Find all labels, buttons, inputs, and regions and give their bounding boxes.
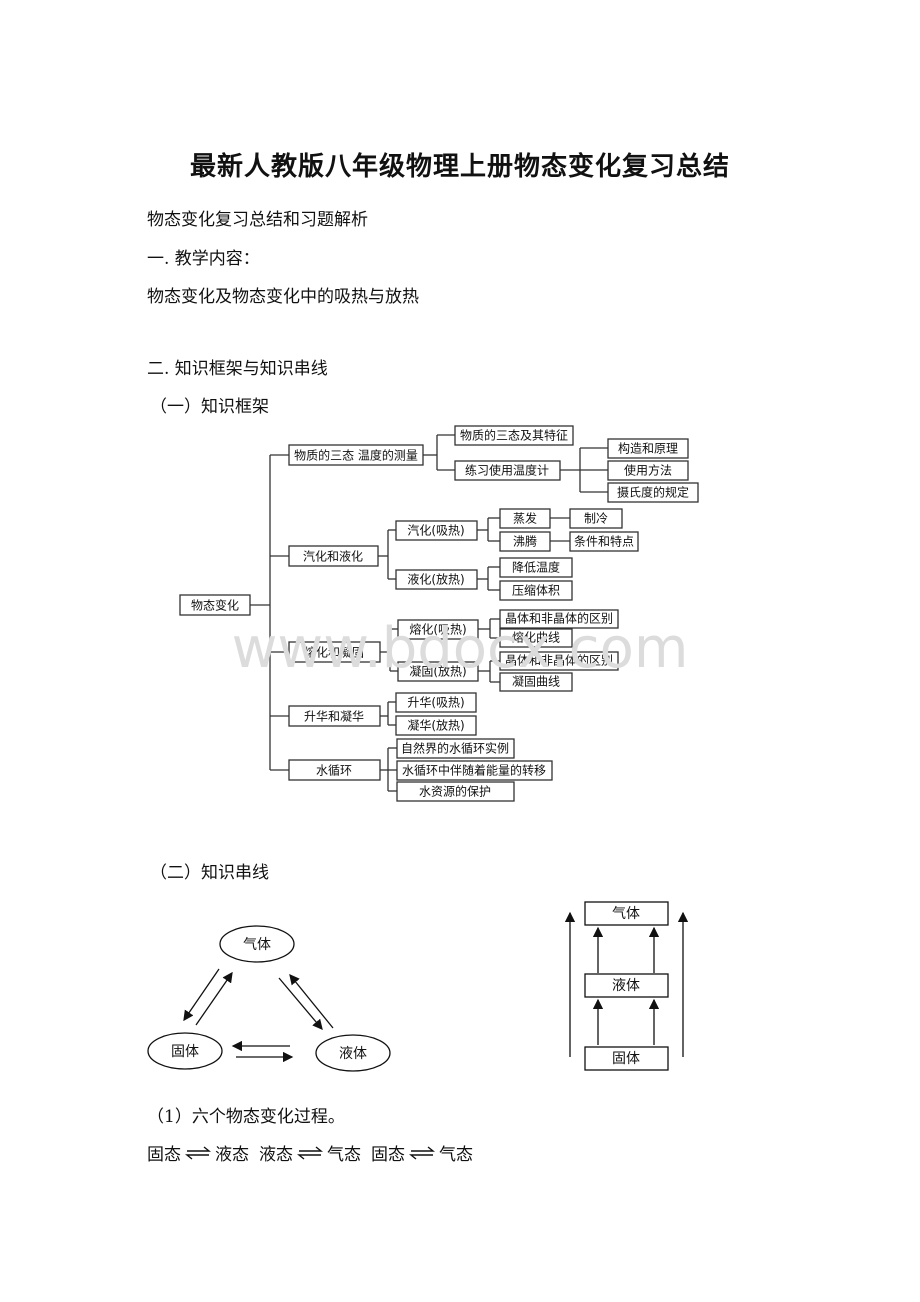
tree-l4-node <box>569 531 639 552</box>
tree-l2-node <box>396 760 553 781</box>
tree-root-node <box>179 594 251 616</box>
section-teaching-content: 一. 教学内容： <box>147 249 260 269</box>
eq-b-right: 气态 <box>327 1145 361 1165</box>
tree-l3-label: 凝固曲线 <box>512 674 560 689</box>
equilibrium-row: 固态 液态 液态 气态 固态 气态 <box>147 1140 473 1165</box>
solid-ellipse <box>147 1032 223 1070</box>
gas-label: 气体 <box>243 937 271 953</box>
eq-b-left: 液态 <box>259 1145 293 1165</box>
tree-l1-label: 汽化和液化 <box>303 549 363 564</box>
tree-l4-label: 条件和特点 <box>574 534 634 549</box>
solid-label: 固体 <box>171 1044 199 1060</box>
tree-l1-label: 升华和凝华 <box>304 709 364 724</box>
tree-l3-node <box>499 628 573 648</box>
tree-l2-node <box>395 520 478 541</box>
eq-a-right: 液态 <box>215 1145 249 1165</box>
tree-l1-label: 物质的三态 温度的测量 <box>294 448 418 463</box>
subsection-knowledge-line: （二）知识串线 <box>150 863 269 883</box>
tree-l2-label: 物质的三态及其特征 <box>460 428 568 443</box>
knowledge-tree-diagram: 物态变化 物质的三态 温度的测量 汽化和液化 熔化和凝固 升华和凝华 水循环 物… <box>179 425 699 802</box>
tree-l2-label: 练习使用温度计 <box>465 463 549 478</box>
tree-l4-node <box>569 508 623 529</box>
tree-l2-label: 水资源的保护 <box>419 784 491 799</box>
tree-l3-node <box>499 580 573 601</box>
section-knowledge: 二. 知识框架与知识串线 <box>147 359 328 379</box>
tree-l2-label: 熔化(吸热) <box>409 622 466 637</box>
tree-l2-node <box>397 619 479 640</box>
tree-l3-node <box>499 651 619 671</box>
stack-solid-box <box>584 1046 669 1071</box>
tree-l1-node <box>288 444 424 466</box>
tree-l3-node <box>499 531 551 552</box>
state-triangle-diagram: 气体 固体 液体 <box>147 925 391 1072</box>
state-stack-diagram: 气体 液体 固体 <box>564 901 689 1071</box>
arrow-liquid-to-gas <box>289 973 334 1029</box>
liquid-ellipse <box>315 1034 391 1072</box>
tree-l2-label: 水循环中伴随着能量的转移 <box>402 763 546 778</box>
tree-l4-label: 制冷 <box>584 512 608 526</box>
equilibrium-arrow-icon <box>297 1145 323 1160</box>
tree-l3-node <box>499 609 619 629</box>
liquid-label: 液体 <box>339 1046 367 1062</box>
arrow-gas-to-liquid <box>278 977 323 1030</box>
six-processes-heading: （1）六个物态变化过程。 <box>147 1107 345 1127</box>
eq-c-right: 气态 <box>439 1145 473 1165</box>
tree-l2-label: 自然界的水循环实例 <box>401 741 509 756</box>
tree-l3-node <box>607 482 699 503</box>
tree-l1-node <box>288 641 381 663</box>
tree-l3-label: 晶体和非晶体的区别 <box>505 611 613 626</box>
tree-l3-label: 使用方法 <box>624 463 672 478</box>
tree-l2-node <box>395 715 477 736</box>
tree-l2-label: 凝华(放热) <box>407 718 464 733</box>
tree-l3-node <box>607 438 689 459</box>
tree-l2-node <box>395 569 478 590</box>
page-title: 最新人教版八年级物理上册物态变化复习总结 <box>189 152 730 182</box>
tree-l3-node <box>499 557 573 578</box>
tree-l3-node <box>607 460 689 481</box>
stack-liquid-label: 液体 <box>612 978 640 994</box>
tree-l3-label: 压缩体积 <box>512 583 560 598</box>
watermark-text: www.bdocx.com <box>232 616 689 681</box>
gas-ellipse <box>219 925 295 963</box>
tree-l2-node <box>454 425 574 446</box>
subsection-framework: （一）知识框架 <box>150 397 269 417</box>
eq-a-left: 固态 <box>147 1145 181 1165</box>
tree-l1-node <box>288 759 381 781</box>
tree-l3-label: 构造和原理 <box>618 441 678 456</box>
tree-l1-label: 水循环 <box>316 764 352 778</box>
tree-l2-label: 液化(放热) <box>407 572 464 587</box>
stack-liquid-box <box>584 973 669 998</box>
tree-l3-label: 降低温度 <box>512 560 560 575</box>
tree-l2-node <box>397 661 479 682</box>
tree-l3-label: 晶体和非晶体的区别 <box>505 653 613 668</box>
tree-l3-label: 摄氏度的规定 <box>617 485 689 500</box>
stack-gas-box <box>584 901 669 926</box>
tree-l3-node <box>499 672 573 692</box>
tree-l1-node <box>288 705 381 727</box>
tree-l2-label: 升华(吸热) <box>407 696 464 710</box>
tree-l2-node <box>395 692 477 713</box>
teaching-content-text: 物态变化及物态变化中的吸热与放热 <box>147 287 419 307</box>
tree-l3-label: 蒸发 <box>513 511 537 526</box>
subtitle-text: 物态变化复习总结和习题解析 <box>147 210 368 230</box>
tree-l2-node <box>396 738 515 759</box>
arrow-gas-to-solid <box>183 968 220 1022</box>
equilibrium-arrow-icon <box>409 1145 435 1160</box>
tree-l2-label: 汽化(吸热) <box>407 523 464 538</box>
tree-l2-node <box>454 460 561 481</box>
tree-root-label: 物态变化 <box>191 598 239 613</box>
stack-gas-label: 气体 <box>612 906 640 922</box>
tree-l2-label: 凝固(放热) <box>409 664 466 679</box>
tree-l2-node <box>396 781 515 802</box>
tree-l3-node <box>499 508 551 529</box>
eq-c-left: 固态 <box>371 1145 405 1165</box>
stack-solid-label: 固体 <box>612 1051 640 1067</box>
tree-l1-label: 熔化和凝固 <box>304 645 364 660</box>
tree-l1-node <box>288 545 379 567</box>
tree-l3-label: 沸腾 <box>513 534 537 549</box>
equilibrium-arrow-icon <box>185 1145 211 1160</box>
tree-l3-label: 熔化曲线 <box>512 630 560 645</box>
arrow-solid-to-gas <box>195 971 233 1026</box>
